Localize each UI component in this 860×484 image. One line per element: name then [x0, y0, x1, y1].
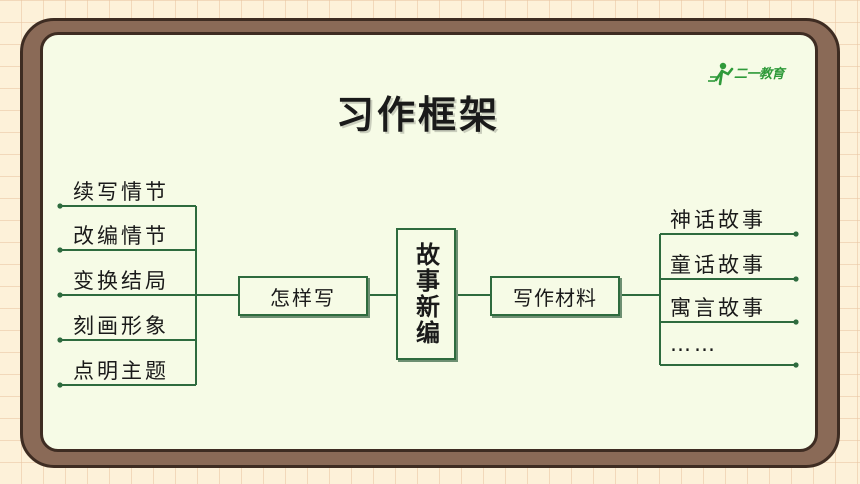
center-topic-box: 故事新编 — [396, 228, 456, 360]
logo-text: 二一教育 — [734, 67, 785, 82]
page-title: 习作框架 — [335, 93, 500, 137]
left-item: 续写情节 — [73, 180, 169, 204]
runner-icon — [708, 62, 734, 86]
right-item: 寓言故事 — [670, 296, 766, 320]
how-to-write-box: 怎样写 — [238, 276, 368, 316]
left-item: 改编情节 — [73, 224, 169, 248]
right-item: 童话故事 — [670, 253, 766, 277]
material-box: 写作材料 — [490, 276, 620, 316]
left-item: 点明主题 — [73, 359, 169, 383]
left-item: 刻画形象 — [73, 314, 169, 338]
right-item: 神话故事 — [670, 208, 766, 232]
right-item-ellipsis: …… — [670, 332, 718, 356]
left-item: 变换结局 — [73, 269, 169, 293]
